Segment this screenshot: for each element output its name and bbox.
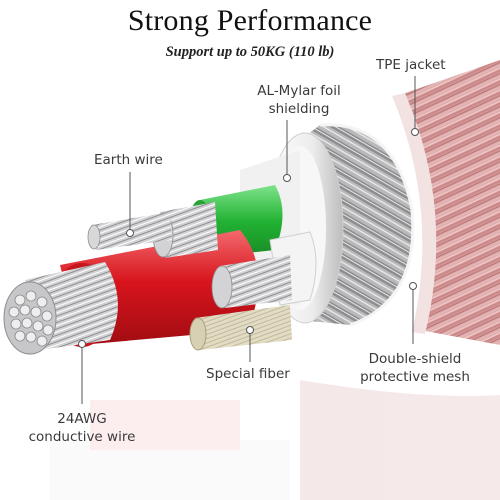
white-conductor-strands (211, 255, 292, 309)
earth-wire-label: Earth wire (94, 152, 163, 168)
page-subtitle: Support up to 50KG (110 lb) (165, 44, 335, 60)
double-shield-line1: Double-shield (368, 351, 462, 367)
awg-line2: conductive wire (28, 429, 136, 445)
al-mylar-line1: AL-Mylar foil (257, 83, 341, 99)
double-shield-line2: protective mesh (360, 369, 470, 385)
double-shield-label: Double-shield protective mesh (353, 350, 477, 386)
main-conductor-strands (3, 262, 118, 355)
page-title: Strong Performance (127, 4, 373, 37)
floor-reflection (50, 380, 500, 500)
callout-lines (78, 76, 419, 404)
al-mylar-foil-label: AL-Mylar foil shielding (234, 82, 364, 118)
tpe-jacket-shape (392, 60, 500, 345)
tpe-jacket-label: TPE jacket (376, 57, 446, 73)
special-fiber-strands (189, 305, 292, 351)
conductive-wire-label: 24AWG conductive wire (17, 410, 147, 446)
al-mylar-line2: shielding (268, 101, 330, 117)
special-fiber-label: Special fiber (206, 366, 290, 382)
awg-line1: 24AWG (57, 411, 107, 427)
